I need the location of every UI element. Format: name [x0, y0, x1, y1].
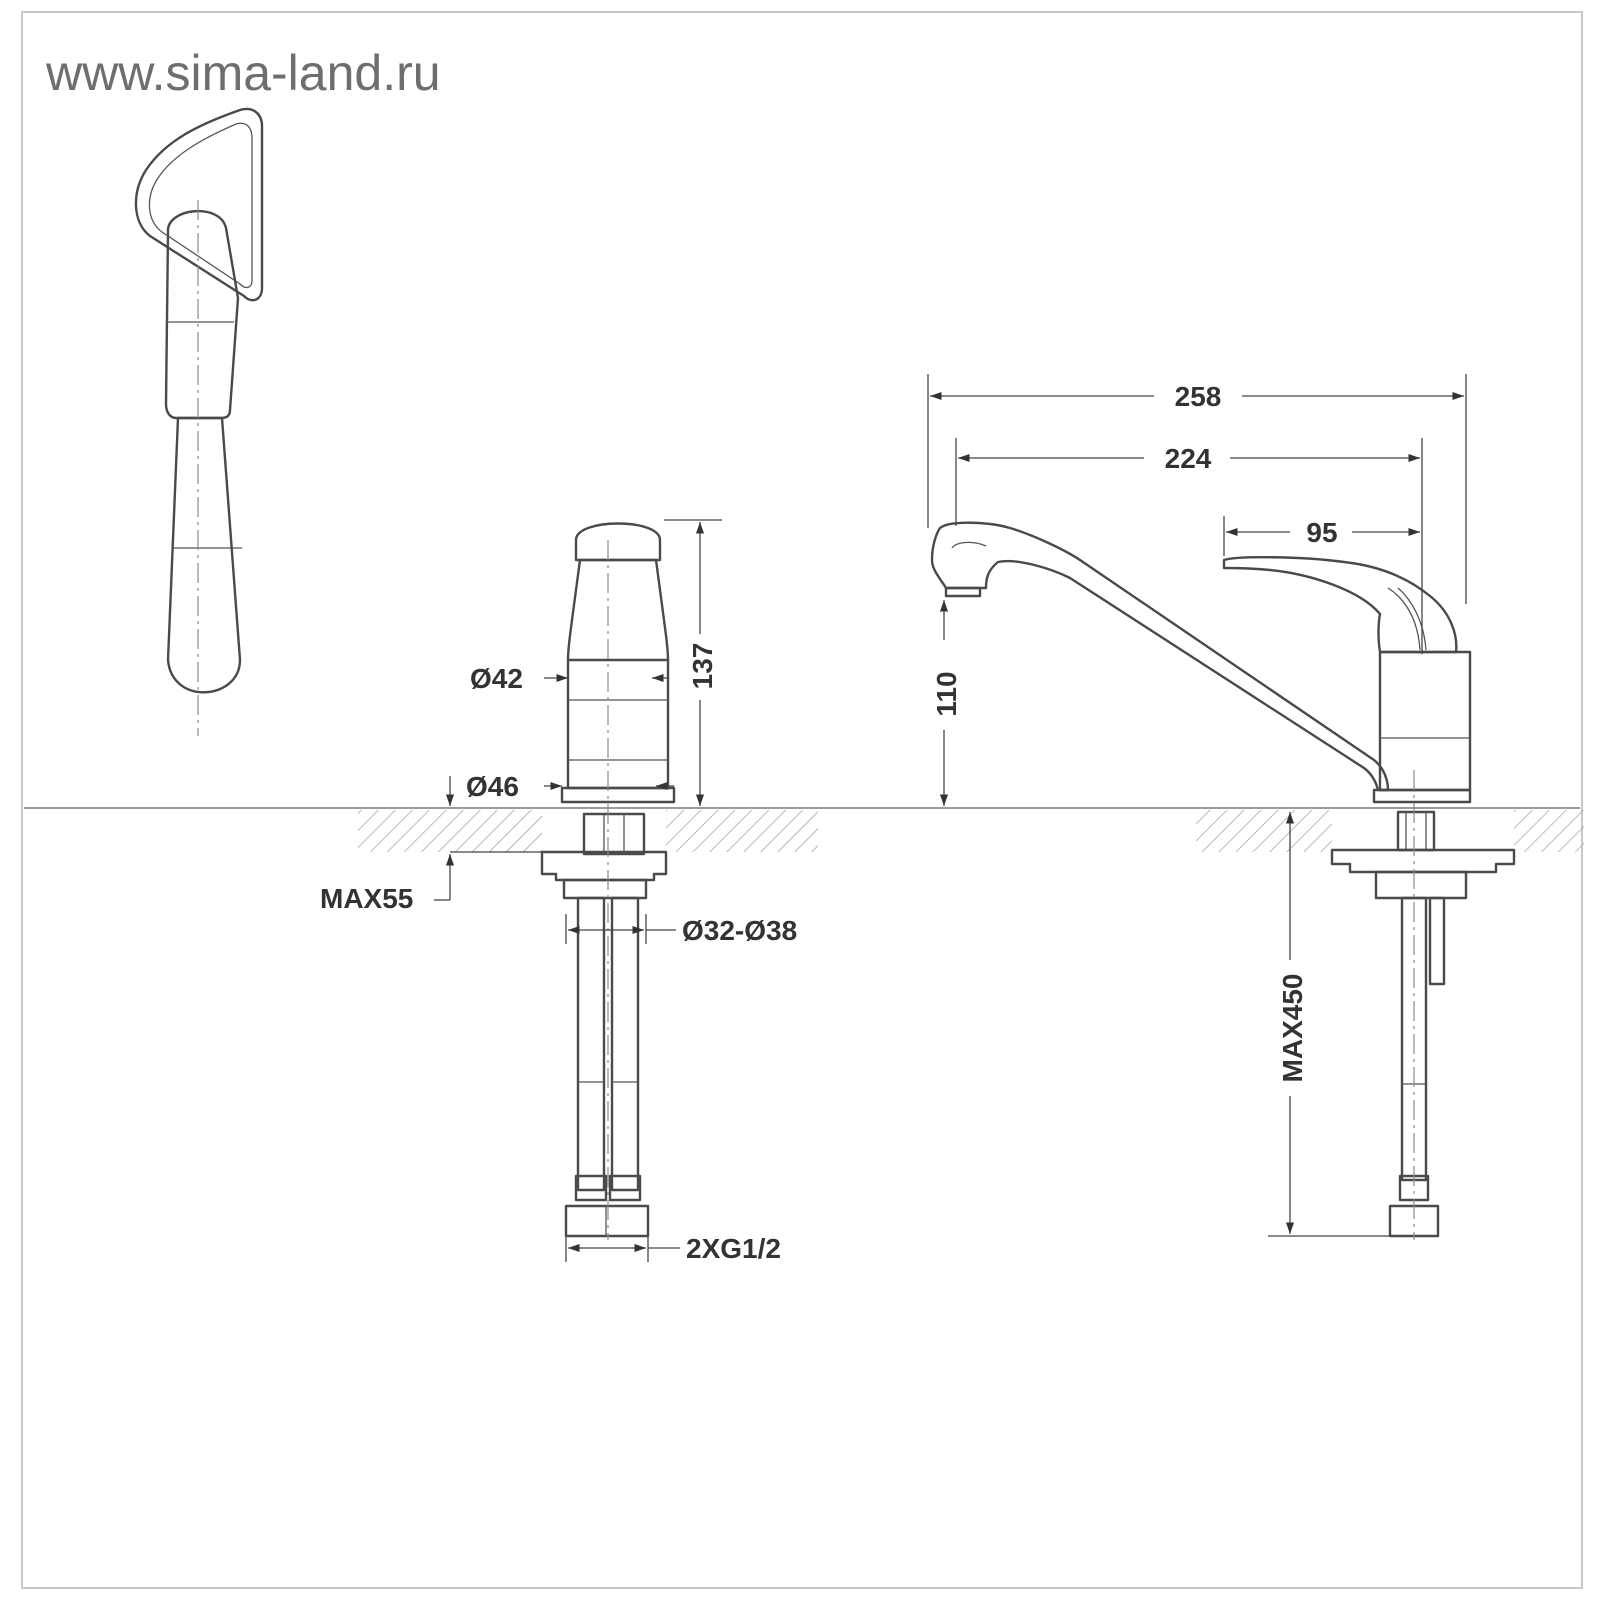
- dim-110: 110: [931, 671, 962, 716]
- dim-224: 224: [1165, 443, 1212, 474]
- watermark-text: www.sima-land.ru: [45, 45, 441, 101]
- side-view: [540, 522, 676, 1240]
- front-view: [930, 521, 1516, 1240]
- dim-258: 258: [1175, 381, 1222, 412]
- dim-137: 137: [687, 643, 718, 690]
- top-view: [134, 107, 264, 736]
- dim-max450: MAX450: [1277, 974, 1308, 1083]
- dim-2xg1-2: 2XG1/2: [686, 1233, 781, 1264]
- dim-max55: MAX55: [320, 883, 413, 914]
- drawing-frame: [21, 11, 1583, 1589]
- dimension-lines: [434, 374, 1467, 1262]
- countertop: [24, 807, 1584, 852]
- dim-diameter-32-38: Ø32-Ø38: [682, 915, 797, 946]
- dim-95: 95: [1306, 517, 1337, 548]
- dim-diameter-46: Ø46: [466, 771, 519, 802]
- dim-diameter-42: Ø42: [470, 663, 523, 694]
